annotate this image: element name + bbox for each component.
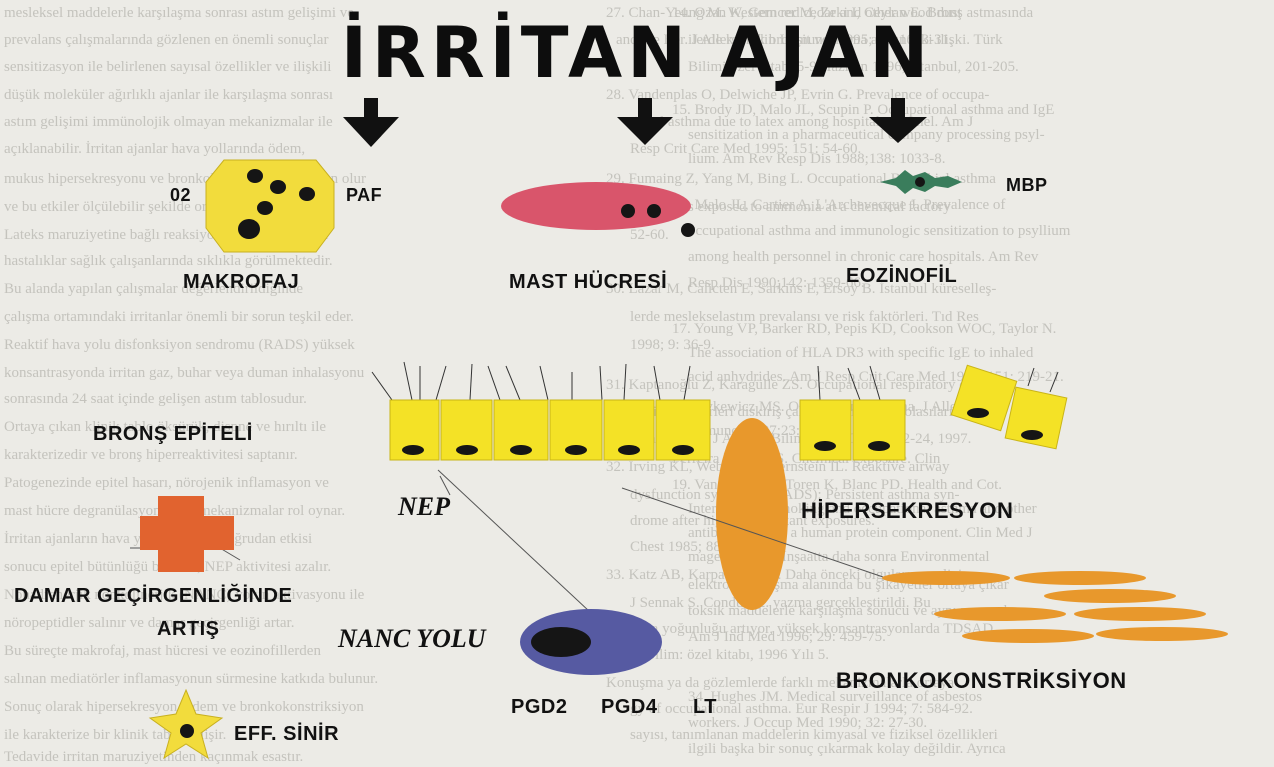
hypersecretion-label: HİPERSEKRESYON: [801, 500, 1013, 522]
bronchoconstriction-label: BRONKOKONSTRİKSİYON: [836, 670, 1127, 692]
hypersecretion-mucus: [716, 418, 788, 610]
bronchoconstriction-bands: [882, 571, 1228, 643]
bronchial-epithelium-label: BRONŞ EPİTELİ: [93, 424, 253, 444]
epithelium-cilia: [372, 362, 1058, 400]
mast-cell: [501, 182, 695, 237]
arrow-down-icon: [869, 98, 927, 143]
eosinophil-cell: [880, 170, 962, 194]
vascular-permeability-shape: [140, 496, 234, 572]
arrow-down-icon: [617, 98, 673, 145]
vascular-permeability-label-line2: ARTIŞ: [157, 619, 220, 639]
macrophage-cell: [206, 160, 334, 252]
nanc-pathway-label: NANC YOLU: [338, 626, 486, 652]
lt-label: LT: [693, 697, 717, 717]
arrow-down-icon: [343, 98, 399, 147]
nep-label: NEP: [398, 494, 450, 520]
efferent-nerve-label: EFF. SİNİR: [234, 724, 339, 744]
mast-cell-label: MAST HÜCRESİ: [509, 272, 667, 292]
pgd2-label: PGD2: [511, 697, 567, 717]
pgd4-label: PGD4: [601, 697, 657, 717]
eosinophil-label: EOZİNOFİL: [846, 266, 957, 286]
lymphocyte-cell: [520, 609, 662, 675]
vascular-permeability-label-line1: DAMAR GEÇİRGENLİĞİNDE: [14, 586, 292, 606]
efferent-nerve-star: [150, 690, 222, 758]
mbp-label: MBP: [1006, 176, 1048, 194]
paf-label: PAF: [346, 186, 382, 204]
macrophage-label: MAKROFAJ: [183, 272, 299, 292]
oxygen-label: 02: [170, 186, 191, 204]
